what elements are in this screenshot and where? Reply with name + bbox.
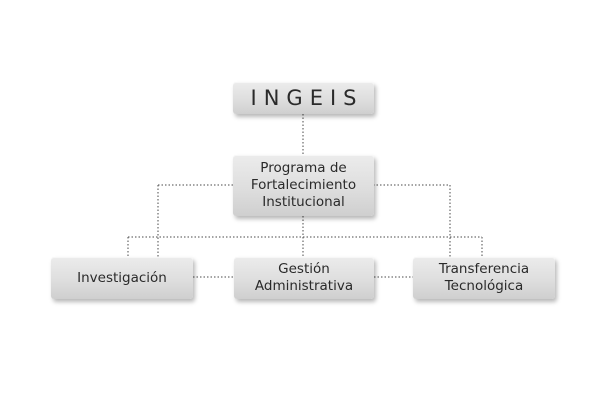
node-research-label: Investigación xyxy=(77,269,167,286)
node-transfer: Transferencia Tecnológica xyxy=(413,257,555,299)
node-administration: Gestión Administrativa xyxy=(234,257,374,299)
node-ingeis-label: INGEIS xyxy=(250,86,364,110)
node-program-label: Programa de Fortalecimiento Instituciona… xyxy=(250,160,357,210)
node-transfer-label: Transferencia Tecnológica xyxy=(438,261,530,294)
node-research: Investigación xyxy=(51,257,193,299)
node-administration-label: Gestión Administrativa xyxy=(254,261,354,294)
node-ingeis: INGEIS xyxy=(233,82,374,114)
node-program: Programa de Fortalecimiento Instituciona… xyxy=(233,155,374,216)
